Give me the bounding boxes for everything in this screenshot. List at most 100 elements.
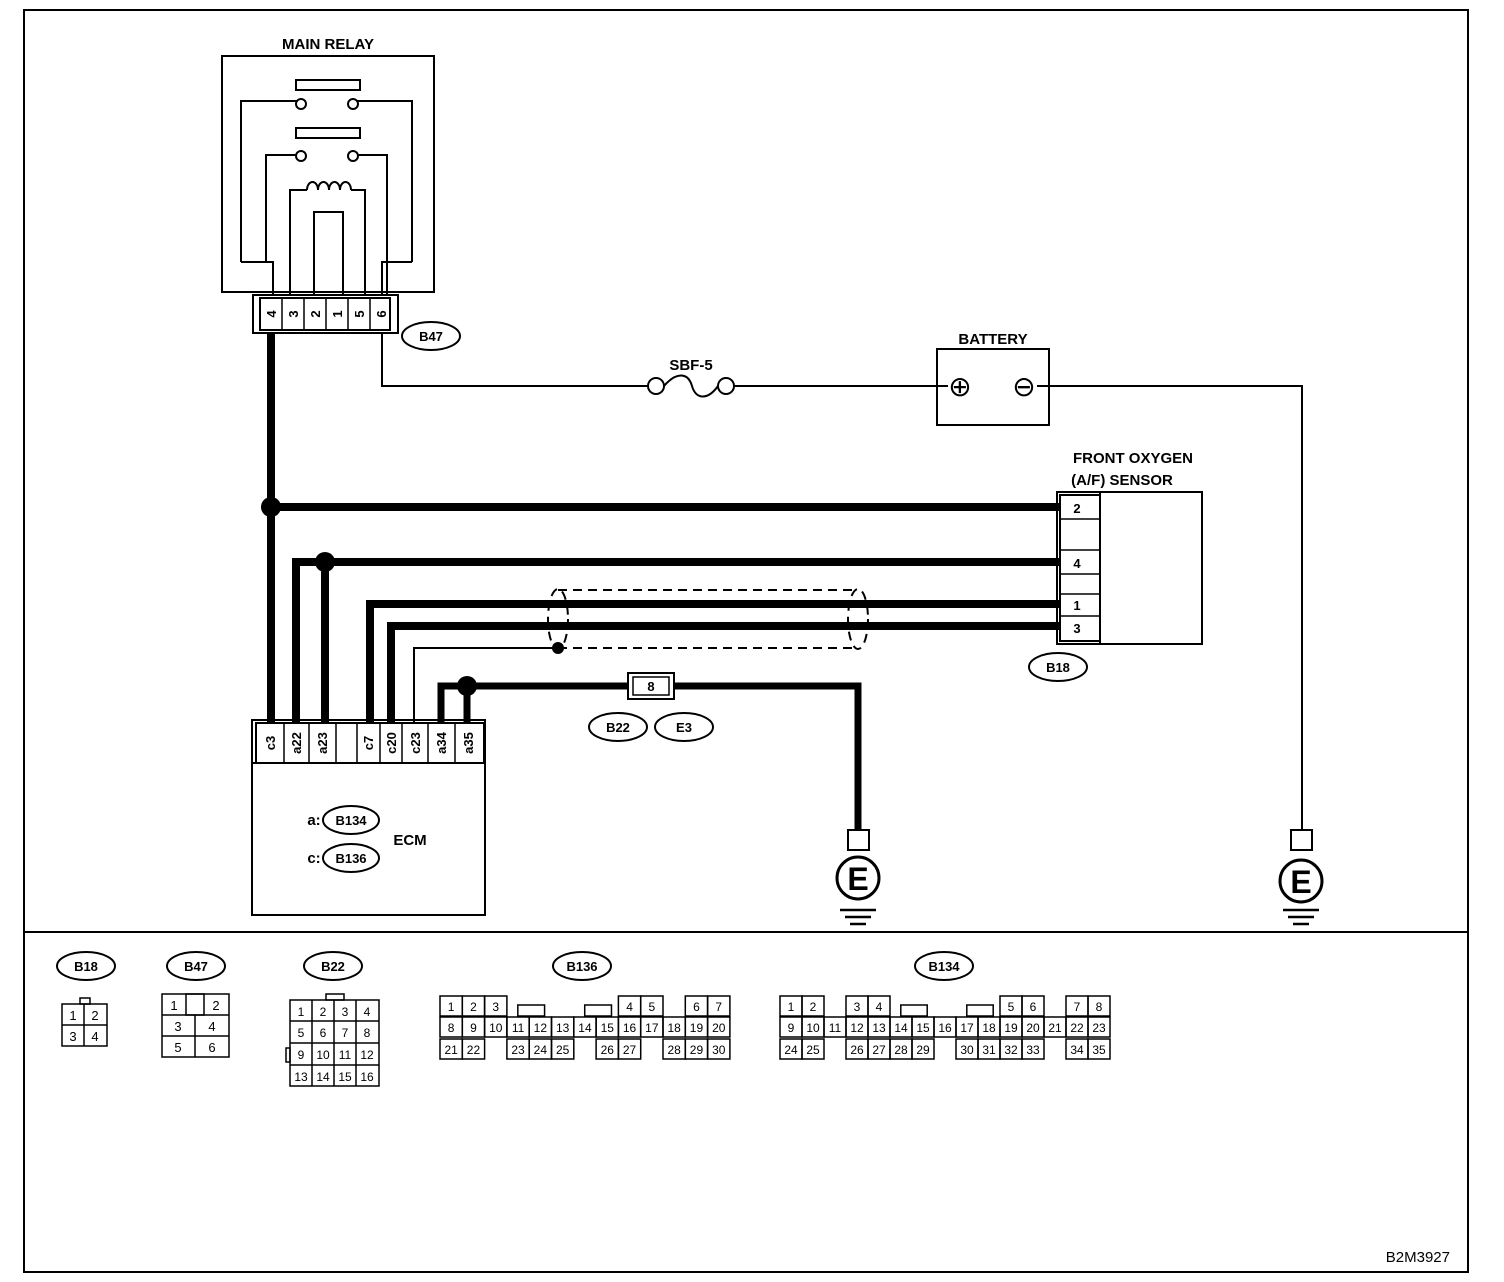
connector-cell: 16 [938,1021,952,1035]
fuse-label: SBF-5 [669,357,712,374]
connector-cell: 22 [467,1043,481,1057]
sensor-pin: 4 [1073,556,1081,571]
connector-cell: 31 [982,1043,996,1057]
connector-cell: 2 [470,1000,477,1014]
sensor-pin: 2 [1073,501,1080,516]
connector-cell: 4 [208,1019,215,1034]
connector-cell: 3 [69,1029,76,1044]
connector-cell: 30 [960,1043,974,1057]
relay-pin: 6 [374,310,389,317]
ecm-pin: a23 [315,732,330,754]
connector-cell: 9 [298,1048,305,1062]
connector-cell: 23 [1092,1021,1106,1035]
connector-cell: 4 [91,1029,98,1044]
joint-pin: 8 [647,679,654,694]
connector-cell: 9 [470,1021,477,1035]
ground-2: E [1278,829,1324,926]
battery-label: BATTERY [958,331,1027,348]
power-feed: SBF-5 BATTERY ⊕ ⊖ [381,331,1303,830]
connector-cell: 26 [850,1043,864,1057]
ecm-tag-c [322,843,380,873]
connector-view-b22 [285,993,380,1087]
connector-cell: 10 [806,1021,820,1035]
connector-cell: 29 [916,1043,930,1057]
relay-pin: 5 [352,310,367,317]
connector-cell: 19 [1004,1021,1018,1035]
connector-view-tag: B136 [566,959,597,974]
connector-cell: 27 [872,1043,886,1057]
connector-cell: 6 [208,1040,215,1055]
connector-cell: 14 [578,1021,592,1035]
connector-cell: 12 [850,1021,864,1035]
connector-cell: 26 [601,1043,615,1057]
joint-tag-b22 [588,712,648,742]
connector-cell: 6 [1030,1000,1037,1014]
connector-cell: 3 [854,1000,861,1014]
fuse-terminal [647,377,665,395]
connector-cell: 15 [916,1021,930,1035]
connector-cell: 13 [294,1070,308,1084]
connector-cell: 15 [338,1070,352,1084]
relay-pin: 1 [330,310,345,317]
main-relay: MAIN RELAY 4 3 2 1 5 6 B47 [221,36,461,351]
connector-cell: 4 [364,1005,371,1019]
connector-cell: 6 [320,1026,327,1040]
connector-view-b18 [61,997,108,1047]
joint-tag-b22-text: B22 [606,720,630,735]
connector-cell: 13 [872,1021,886,1035]
connector-cell: 20 [1026,1021,1040,1035]
connector-cell: 1 [448,1000,455,1014]
connector-cell: 8 [364,1026,371,1040]
connector-cell: 17 [960,1021,974,1035]
connector-cell: 7 [342,1026,349,1040]
connector-cell: 11 [829,1021,842,1035]
connector-cell: 16 [623,1021,637,1035]
connector-cell: 12 [360,1048,374,1062]
connector-cell: 14 [894,1021,908,1035]
connector-cell: 15 [601,1021,615,1035]
ecm-pin: a35 [461,732,476,754]
connector-cell: 7 [1074,1000,1081,1014]
connector-cell: 5 [1008,1000,1015,1014]
ecm-pin: c23 [408,732,423,754]
connector-cell: 2 [810,1000,817,1014]
ecm-pin: a22 [289,732,304,754]
connector-cell: 18 [667,1021,681,1035]
connector-cell: 28 [667,1043,681,1057]
connector-view-tag: B134 [928,959,960,974]
ground-symbol: E [1290,864,1311,900]
connector-cell: 5 [649,1000,656,1014]
connector-view-b47 [161,993,230,1058]
figure-code: B2M3927 [1386,1249,1450,1266]
fuse-terminal [717,377,735,395]
connector-cell: 3 [174,1019,181,1034]
connector-cell: 33 [1026,1043,1040,1057]
ecm-pin: c3 [263,736,278,750]
battery-positive-icon: ⊕ [948,371,971,402]
joint-tag-e3 [654,712,714,742]
connector-cell: 9 [788,1021,795,1035]
ecm-pin: a34 [434,731,449,753]
connector-cell: 28 [894,1043,908,1057]
connector-cell: 35 [1092,1043,1106,1057]
relay-connector-tag-text: B47 [419,329,443,344]
connector-cell: 30 [712,1043,726,1057]
wire-shield [547,588,869,650]
connector-cell: 21 [444,1043,458,1057]
connector-cell: 32 [1004,1043,1018,1057]
connector-cell: 1 [298,1005,305,1019]
relay-pin: 3 [286,310,301,317]
connector-cell: 25 [806,1043,820,1057]
connector-cell: 1 [788,1000,795,1014]
connector-cell: 10 [316,1048,330,1062]
sensor-pin: 1 [1073,598,1080,613]
diagram-frame [23,9,1469,1273]
ecm-a-prefix: a: [307,812,320,829]
connector-cell: 17 [645,1021,659,1035]
connector-view-tag: B47 [184,959,208,974]
ground-symbol: E [847,861,868,897]
connector-cell: 13 [556,1021,570,1035]
